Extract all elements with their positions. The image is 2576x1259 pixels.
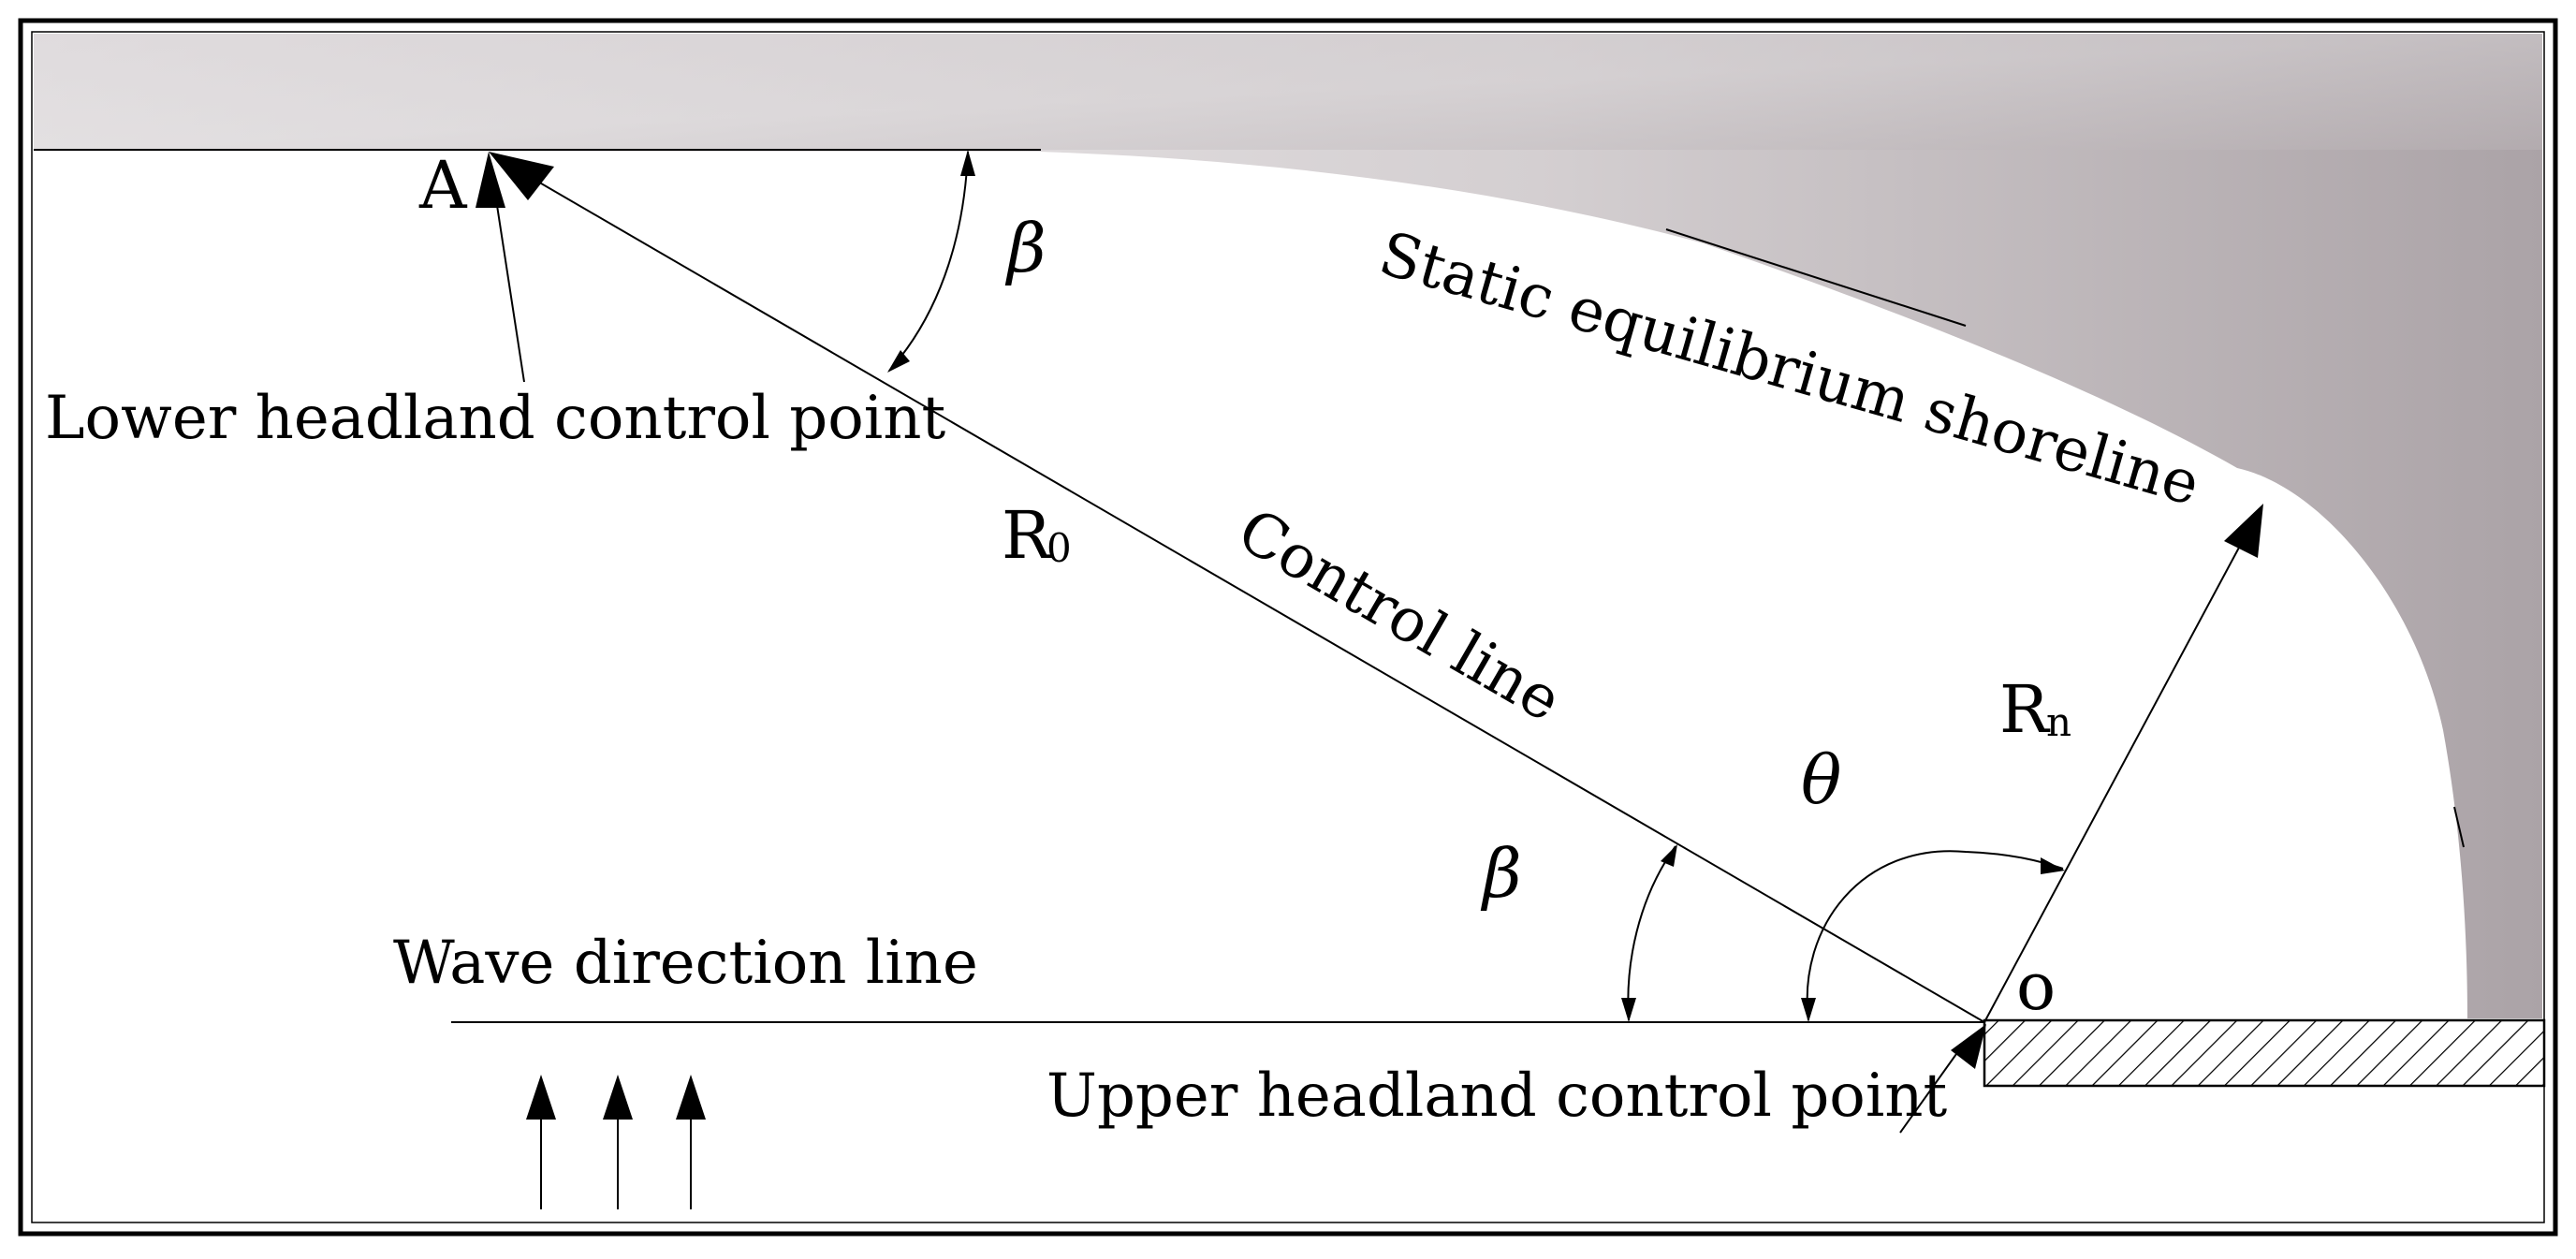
up-arrow-icon [676,1075,706,1120]
point-o-label: o [2016,948,2056,1025]
upper-headland-label: Upper headland control point [1046,1061,1948,1131]
upper-land-shade [34,34,2542,150]
r0-label: R [1002,497,1053,574]
point-a-arrowhead [476,152,505,208]
beta-bottom-arrow-a [1661,844,1677,867]
beta-top-arrow-a [960,150,975,176]
lower-headland-pointer [493,186,525,383]
up-arrow-icon [603,1075,633,1120]
beta-top-arc [888,151,969,372]
shoreline-tick [2453,806,2465,848]
beta-bottom-arrow-b [1621,998,1636,1022]
lower-headland-label: Lower headland control point [45,384,945,453]
beta-bottom-symbol: β [1480,834,1522,913]
control-line [495,156,1985,1023]
control-line-arrowhead [489,152,554,200]
point-a-label: A [418,147,468,224]
upper-headland-pointer [1899,1040,1967,1134]
theta-arc [1806,850,2064,1021]
upper-headland-breakwater [1983,1018,2546,1088]
up-arrow-icon [526,1075,556,1120]
rn-arrowhead [2224,504,2263,558]
point-o-arrowhead [1951,1024,1986,1069]
rn-label: R [1999,671,2051,748]
theta-symbol: θ [1801,740,1841,819]
shoreline-tick [1665,228,1967,327]
beta-top-symbol: β [1004,209,1046,287]
theta-arrow-a [1801,998,1816,1022]
theta-arrow-b [2041,857,2065,874]
r0-subscript: 0 [1046,525,1072,571]
land-area [34,34,2542,1018]
wave-direction-label: Wave direction line [393,929,978,998]
rn-subscript: n [2046,699,2071,745]
beta-top-arrow-b [887,350,910,373]
wave-arrows [526,1075,706,1209]
rn-radius-line [1983,533,2247,1023]
inner-frame [31,31,2545,1223]
